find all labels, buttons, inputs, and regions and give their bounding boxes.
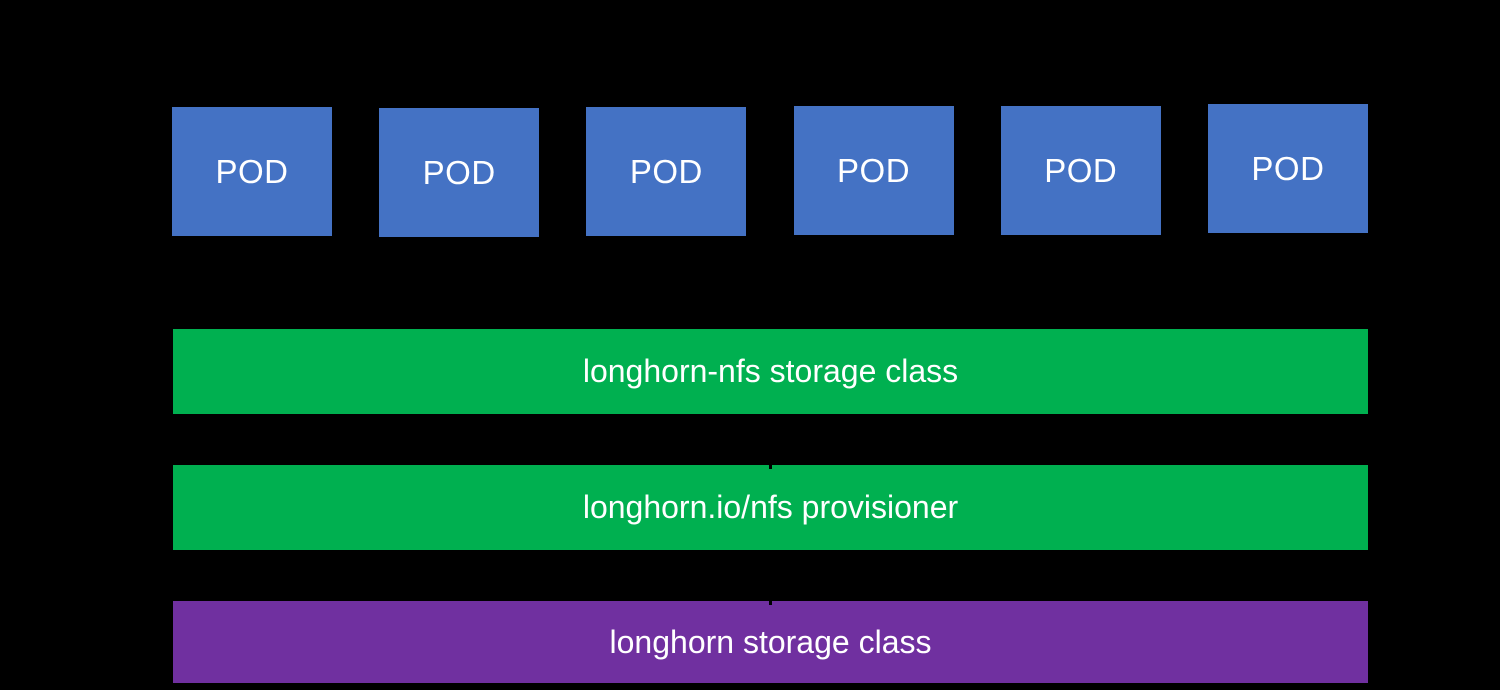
- pod-label: POD: [837, 151, 911, 189]
- pod-row: POD POD POD POD POD POD: [172, 104, 1368, 239]
- pod-label: POD: [422, 153, 496, 191]
- pod-box: POD: [793, 106, 954, 235]
- pod-label: POD: [629, 152, 703, 190]
- pod-box: POD: [586, 107, 747, 236]
- pod-box: POD: [1000, 106, 1161, 235]
- pod-label: POD: [1251, 149, 1325, 187]
- connector-tick: [769, 461, 772, 469]
- pod-box: POD: [1207, 104, 1368, 233]
- layer-longhorn-storage-class: longhorn storage class: [173, 601, 1368, 683]
- connector-tick: [769, 597, 772, 605]
- pod-box: POD: [172, 107, 332, 236]
- layer-nfs-provisioner: longhorn.io/nfs provisioner: [173, 465, 1368, 550]
- layer-nfs-storage-class: longhorn-nfs storage class: [173, 329, 1368, 414]
- pod-label: POD: [215, 152, 289, 190]
- layer-label: longhorn storage class: [609, 623, 932, 660]
- pod-label: POD: [1044, 151, 1118, 189]
- layer-label: longhorn.io/nfs provisioner: [582, 489, 959, 525]
- layer-label: longhorn-nfs storage class: [582, 353, 959, 389]
- pod-box: POD: [379, 108, 540, 237]
